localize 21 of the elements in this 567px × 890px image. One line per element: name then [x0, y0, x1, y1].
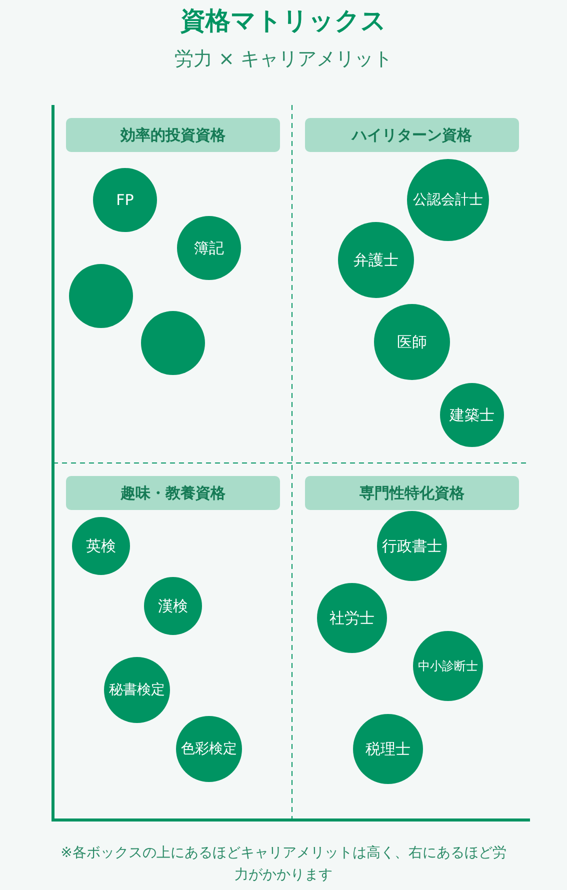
category-label: 趣味・教養資格: [66, 476, 280, 510]
qualification-circle: 英検: [72, 517, 130, 575]
qualification-circle: 弁護士: [338, 222, 414, 298]
qualification-circle: 中小診断士: [413, 631, 483, 701]
subtitle: 労力 × キャリアメリット: [174, 47, 394, 72]
qualification-circle: 色彩検定: [176, 716, 242, 782]
caption: ※各ボックスの上にあるほどキャリアメリットは高く、右にあるほど労力がかかります: [60, 844, 507, 885]
qualification-circle: FP: [93, 168, 157, 232]
qualification-circle: 漢検: [144, 577, 202, 635]
category-label: 専門性特化資格: [305, 476, 519, 510]
qualification-circle: 行政書士: [377, 511, 447, 581]
title: 資格マトリックス: [180, 5, 388, 37]
qualification-circle: 簿記: [177, 216, 241, 280]
qualification-circle: 医師: [374, 304, 450, 380]
category-label: ハイリターン資格: [305, 118, 519, 152]
qualification-circle: 公認会計士: [407, 159, 489, 241]
qualification-circle: 税理士: [353, 714, 423, 784]
category-label: 効率的投資資格: [66, 118, 280, 152]
qualification-circle: 建築士: [440, 383, 504, 447]
qualification-circle: 秘書検定: [104, 657, 170, 723]
qualification-circle: 社労士: [317, 583, 387, 653]
